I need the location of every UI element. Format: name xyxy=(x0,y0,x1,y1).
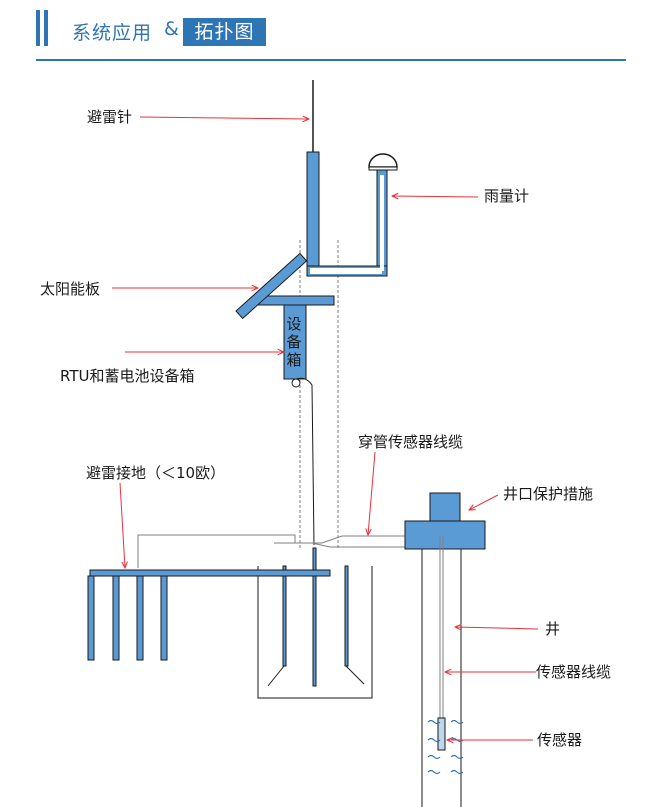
foundation-pit xyxy=(257,547,373,699)
section-header: 系统应用 & 拓扑图 xyxy=(0,0,657,62)
section-title-highlight: 拓扑图 xyxy=(183,18,266,46)
label-sensor-cable: 传感器线缆 xyxy=(536,663,612,681)
label-lightning-rod: 避雷针 xyxy=(87,108,133,126)
conduit xyxy=(137,534,405,568)
label-grounding: 避雷接地（＜10欧） xyxy=(86,464,226,482)
lightning-rod xyxy=(306,80,320,275)
title-ampersand: & xyxy=(164,18,179,40)
label-wellhead-protection: 井口保护措施 xyxy=(503,485,594,503)
label-well: 井 xyxy=(545,620,561,638)
solar-panel xyxy=(235,252,308,320)
callout-arrows xyxy=(112,117,539,740)
header-accent-bar xyxy=(36,10,40,46)
label-rain-gauge: 雨量计 xyxy=(484,187,530,205)
label-rtu-battery-box: RTU和蓄电池设备箱 xyxy=(60,367,195,385)
label-equipment-box-3: 箱 xyxy=(286,351,302,369)
section-title: 系统应用 xyxy=(72,22,153,44)
pole-outline xyxy=(299,240,339,548)
label-solar-panel: 太阳能板 xyxy=(40,280,101,298)
label-equipment-box-1: 设 xyxy=(286,315,302,333)
label-sensor: 传感器 xyxy=(537,731,583,749)
wellhead-protection xyxy=(404,492,486,550)
sensor xyxy=(437,717,446,751)
rain-gauge xyxy=(306,153,398,277)
label-equipment-box-2: 备 xyxy=(286,333,302,351)
header-accent-bar xyxy=(44,10,48,46)
grounding-grid xyxy=(87,569,331,661)
water-waves xyxy=(427,719,464,775)
header-rule xyxy=(36,59,626,61)
equipment-box xyxy=(283,304,315,546)
label-conduit-cable: 穿管传感器线缆 xyxy=(358,433,464,451)
well xyxy=(421,536,462,807)
